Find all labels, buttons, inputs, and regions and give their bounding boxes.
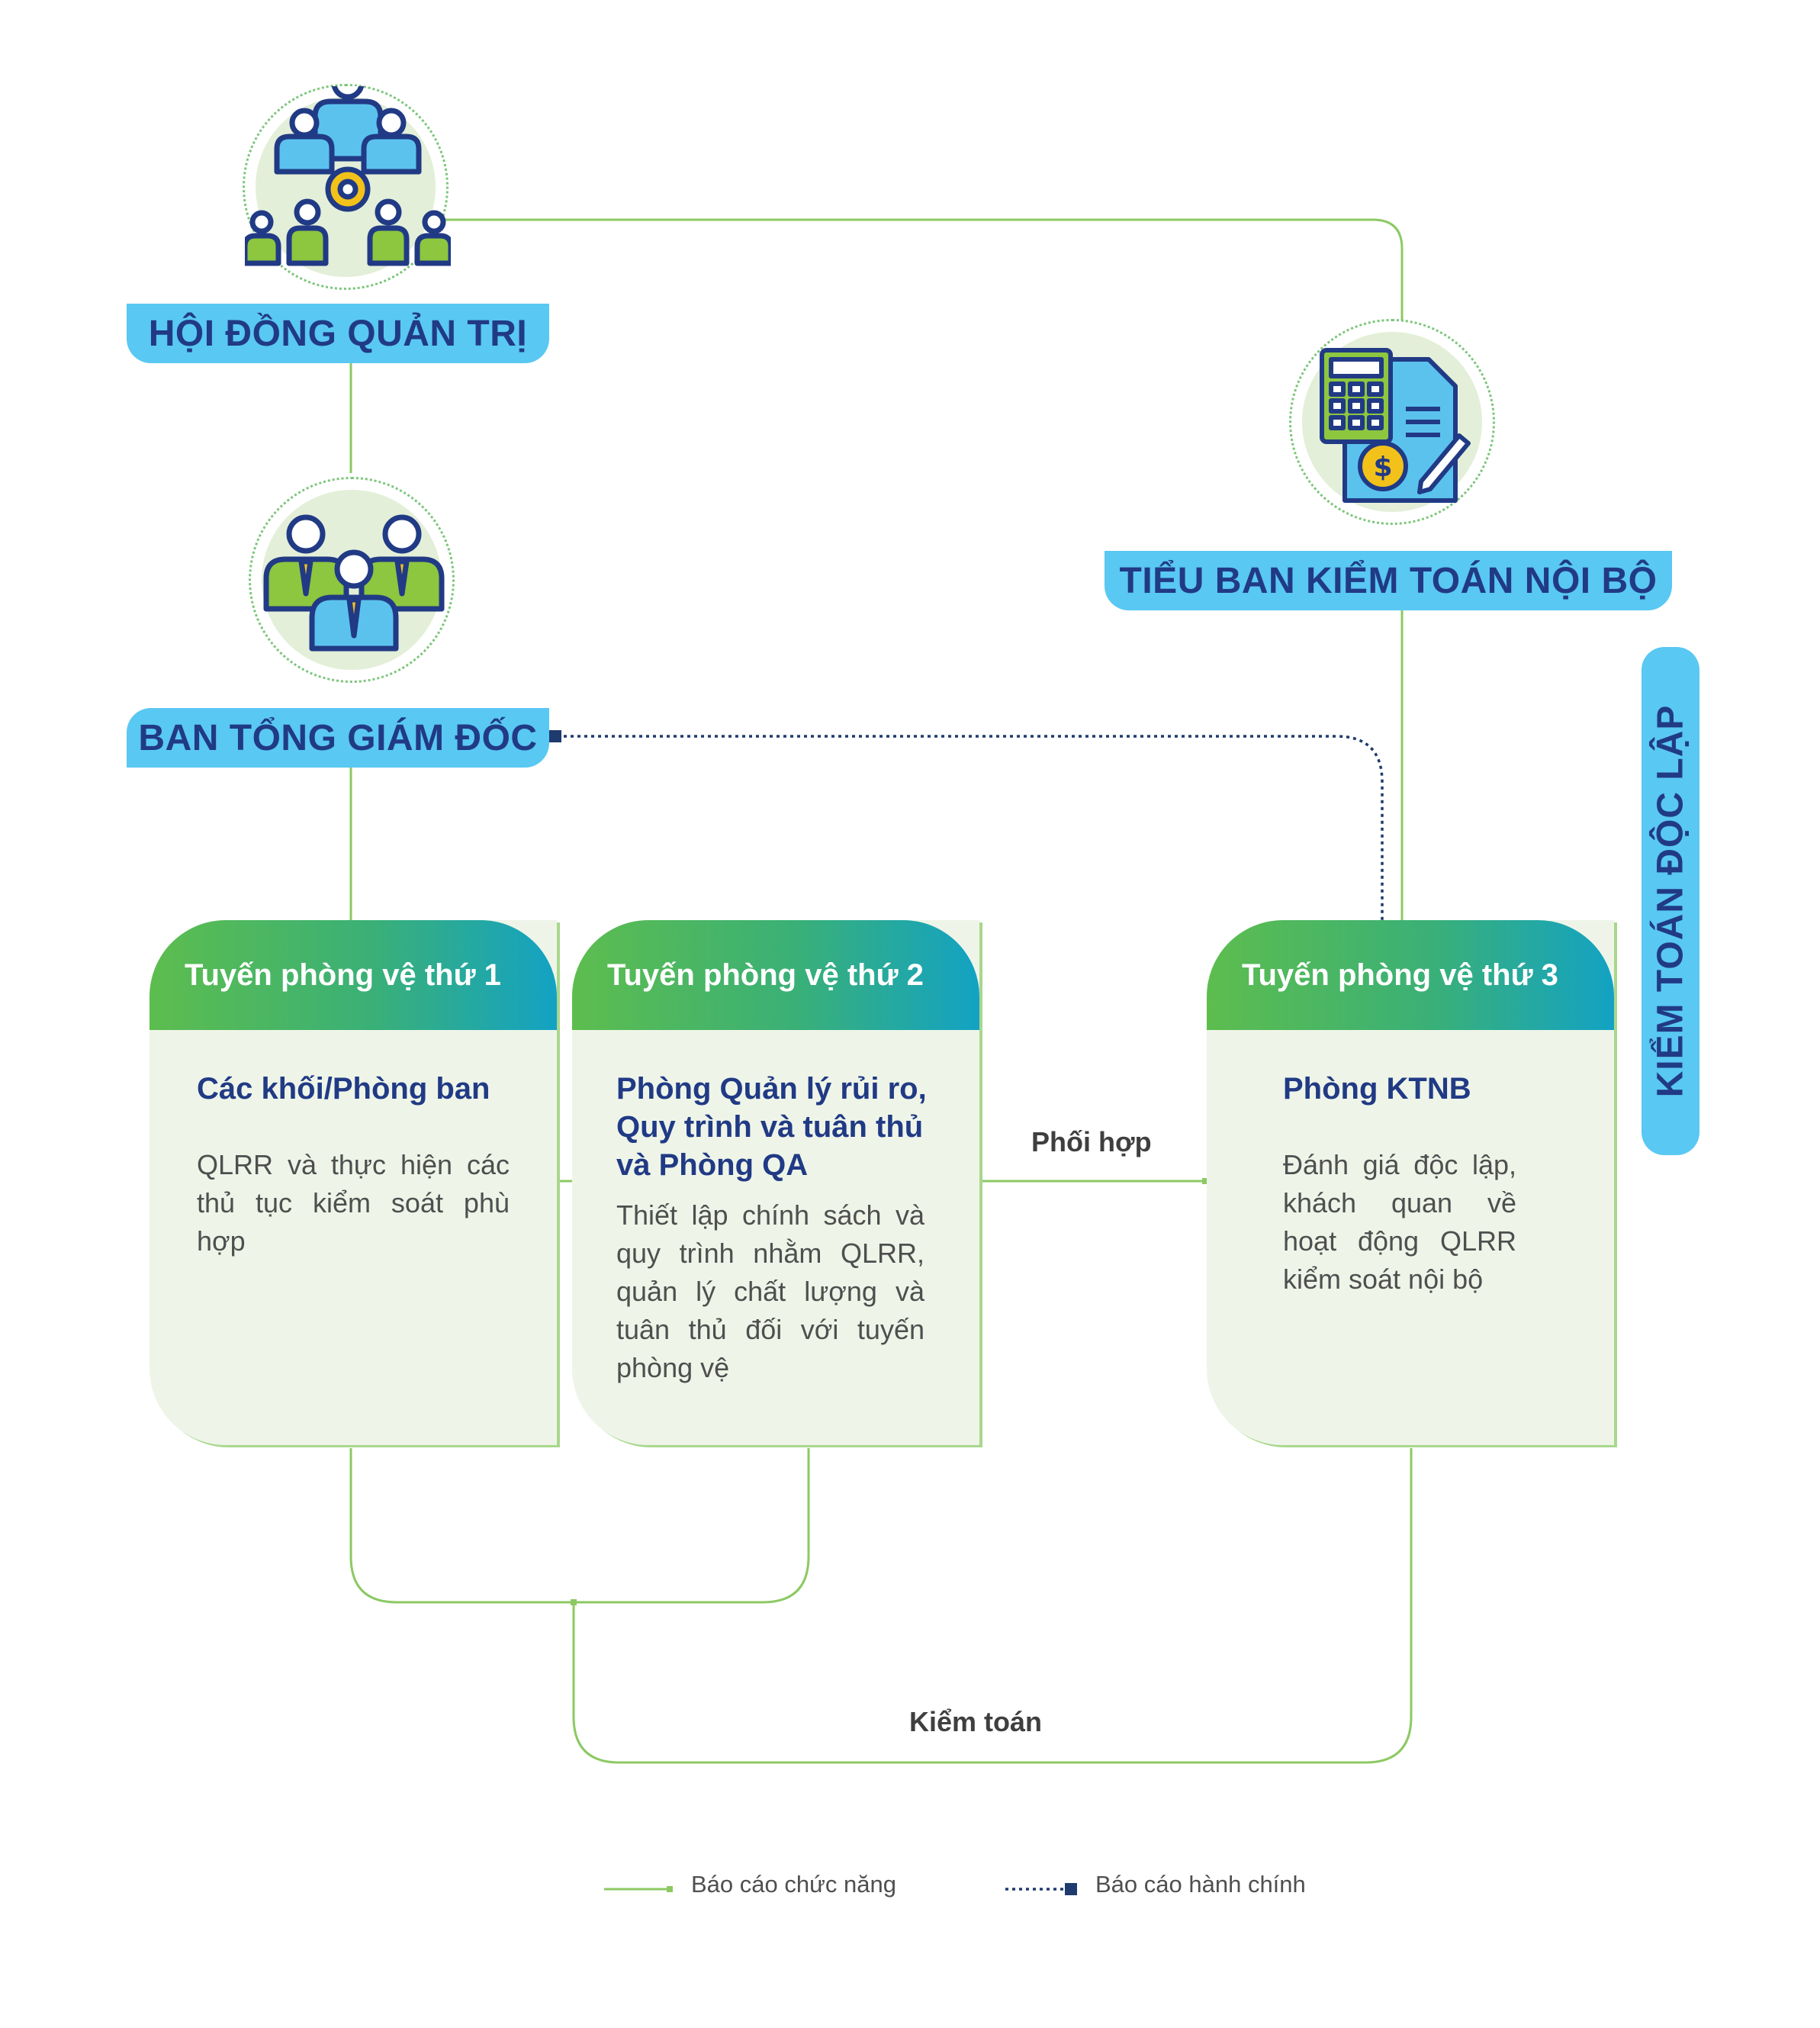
board-icon-circle	[243, 84, 451, 290]
line1-line2-merge-line	[349, 1448, 810, 1604]
line-of-defense-1-card: Tuyến phòng vệ thứ 1 Các khối/Phòng ban …	[150, 920, 557, 1445]
board-label-pill: HỘI ĐỒNG QUẢN TRỊ	[127, 304, 549, 363]
audit-committee-icon-circle: $	[1289, 319, 1495, 525]
calculator-document-icon: $	[1320, 348, 1471, 503]
line-of-defense-2-card: Tuyến phòng vệ thứ 2 Phòng Quản lý rủi r…	[572, 920, 979, 1445]
line-of-defense-3-card: Tuyến phòng vệ thứ 3 Phòng KTNB Đánh giá…	[1207, 920, 1614, 1445]
line-of-defense-2-header: Tuyến phòng vệ thứ 2	[572, 920, 979, 1030]
legend-functional-text: Báo cáo chức năng	[691, 1871, 896, 1898]
executives-icon	[263, 514, 445, 652]
executive-to-line3-admin-line	[557, 735, 1384, 920]
board-to-audit-committee-line	[435, 218, 1404, 320]
line-of-defense-3-header-text: Tuyến phòng vệ thứ 3	[1242, 958, 1558, 992]
executive-label-pill: BAN TỔNG GIÁM ĐỐC	[127, 708, 549, 768]
executive-icon-circle	[249, 477, 455, 683]
audit-committee-label-pill: TIỂU BAN KIỂM TOÁN NỘI BỘ	[1105, 551, 1672, 610]
line-of-defense-3-description: Đánh giá độc lập, khách quan về hoạt độn…	[1283, 1149, 1516, 1295]
line-of-defense-3-title: Phòng KTNB	[1283, 1072, 1471, 1106]
line-of-defense-3-header: Tuyến phòng vệ thứ 3	[1207, 920, 1614, 1030]
line-of-defense-2-title: Phòng Quản lý rủi ro, Quy trình và tuân …	[616, 1072, 927, 1182]
line-of-defense-2-header-text: Tuyến phòng vệ thứ 2	[607, 958, 924, 992]
independent-audit-pill: KIỂM TOÁN ĐỘC LẬP	[1642, 647, 1699, 1155]
board-people-gear-icon	[245, 86, 451, 266]
line-of-defense-1-description: QLRR và thực hiện các thủ tục kiểm soát …	[197, 1149, 510, 1257]
audit-loop-line	[572, 1448, 1413, 1764]
coordination-label: Phối hợp	[1031, 1126, 1152, 1157]
line-of-defense-2-description: Thiết lập chính sách và quy trình nhằm Q…	[616, 1199, 924, 1383]
line-of-defense-1-title: Các khối/Phòng ban	[197, 1072, 490, 1106]
independent-audit-label: KIỂM TOÁN ĐỘC LẬP	[1650, 704, 1691, 1098]
svg-text:$: $	[1373, 452, 1392, 483]
line-of-defense-1-header-text: Tuyến phòng vệ thứ 1	[185, 958, 501, 992]
legend-administrative-text: Báo cáo hành chính	[1095, 1871, 1306, 1898]
audit-label: Kiểm toán	[909, 1706, 1043, 1737]
line-of-defense-1-header: Tuyến phòng vệ thứ 1	[150, 920, 557, 1030]
